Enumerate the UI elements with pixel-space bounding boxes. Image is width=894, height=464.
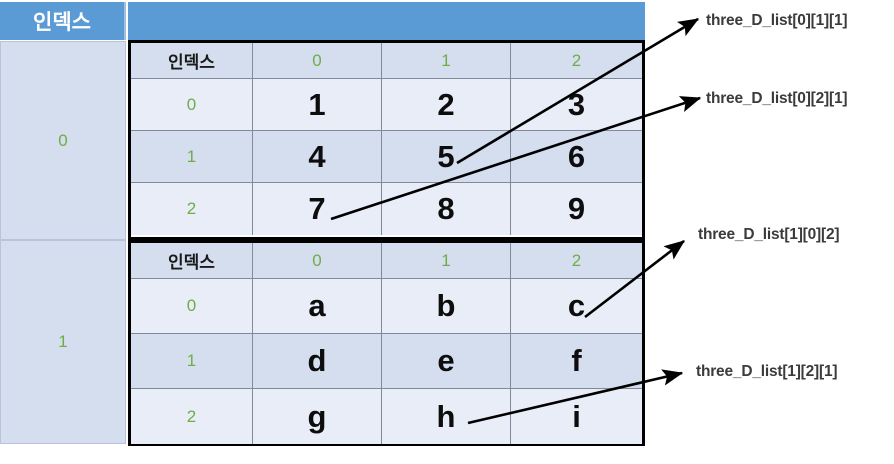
inner-1-header-col-0-label: 0 — [312, 250, 322, 270]
inner-1-header-col-2-label: 2 — [571, 250, 582, 270]
cell-0-0-1-value: 2 — [437, 86, 455, 122]
table-row: 0 1 2 3 — [131, 79, 642, 131]
table-row: 0 a b c — [131, 279, 642, 334]
cell-1-1-1: e — [382, 334, 511, 389]
cell-0-2-1: 8 — [382, 183, 511, 235]
cell-0-0-2: 3 — [511, 79, 642, 131]
cell-0-2-1-value: 8 — [437, 191, 455, 226]
cell-0-2-2-value: 9 — [567, 191, 586, 226]
inner-0-row-2-index: 2 — [131, 183, 253, 235]
cell-1-2-2-value: i — [572, 398, 581, 434]
inner-0-row-1-index: 1 — [131, 131, 253, 183]
cell-0-1-1: 5 — [382, 131, 511, 183]
inner-1-row-2-index: 2 — [131, 389, 253, 444]
outer-index-cell-1: 1 — [0, 240, 126, 444]
cell-0-0-1: 2 — [382, 79, 511, 131]
cell-0-2-0-value: 7 — [308, 191, 326, 226]
inner-table-0: 인덱스 0 1 2 0 1 2 3 — [128, 40, 645, 240]
inner-1-header-index-label: 인덱스 — [168, 253, 215, 272]
cell-1-0-2-value: c — [567, 288, 586, 323]
cell-0-1-2-value: 6 — [567, 138, 586, 174]
table-row: 1 d e f — [131, 334, 642, 389]
cell-1-1-1-value: e — [437, 343, 455, 378]
table-row: 2 g h i — [131, 389, 642, 444]
inner-0-header-col-2: 2 — [511, 43, 642, 79]
inner-1-row-0-index: 0 — [131, 279, 253, 334]
inner-0-row-0-index: 0 — [131, 79, 253, 131]
inner-1-row-1-index-label: 1 — [186, 351, 197, 370]
cell-1-0-2: c — [511, 279, 642, 334]
inner-0-header-col-2-label: 2 — [571, 50, 582, 70]
outer-index-cell-0: 0 — [0, 41, 126, 240]
cell-1-2-1-value: h — [436, 398, 456, 434]
inner-1-row-0-index-label: 0 — [186, 296, 197, 315]
table-row: 2 7 8 9 — [131, 183, 642, 235]
cell-1-1-2-value: f — [571, 343, 582, 378]
cell-0-2-0: 7 — [253, 183, 382, 235]
inner-0-header-col-0-label: 0 — [312, 50, 322, 70]
inner-0-header-index-label: 인덱스 — [168, 53, 215, 72]
inner-table-0-header-row: 인덱스 0 1 2 — [131, 43, 642, 79]
cell-1-0-0-value: a — [308, 288, 326, 323]
inner-1-row-2-index-label: 2 — [186, 406, 197, 426]
cell-1-0-1: b — [382, 279, 511, 334]
inner-0-row-0-index-label: 0 — [186, 94, 197, 114]
cell-0-0-0: 1 — [253, 79, 382, 131]
inner-1-header-col-2: 2 — [511, 243, 642, 279]
inner-table-1: 인덱스 0 1 2 0 a b c — [128, 240, 645, 446]
cell-0-1-2: 6 — [511, 131, 642, 183]
cell-1-0-1-value: b — [436, 288, 456, 323]
cell-1-2-0: g — [253, 389, 382, 444]
table-row: 1 4 5 6 — [131, 131, 642, 183]
inner-1-header-index: 인덱스 — [131, 243, 253, 279]
inner-0-row-2-index-label: 2 — [186, 199, 197, 218]
cell-0-1-0-value: 4 — [308, 138, 326, 174]
inner-table-1-header-row: 인덱스 0 1 2 — [131, 243, 642, 279]
cell-0-1-0: 4 — [253, 131, 382, 183]
annotation-label-3: three_D_list[1][2][1] — [696, 363, 838, 380]
cell-1-2-0-value: g — [307, 398, 327, 434]
cell-1-0-0: a — [253, 279, 382, 334]
annotation-label-2: three_D_list[1][0][2] — [698, 226, 840, 243]
annotation-label-0: three_D_list[0][1][1] — [706, 12, 848, 29]
cell-1-2-1: h — [382, 389, 511, 444]
inner-0-header-index: 인덱스 — [131, 43, 253, 79]
outer-index-header: 인덱스 — [0, 2, 126, 40]
annotation-label-1: three_D_list[0][2][1] — [706, 90, 848, 107]
inner-1-header-col-1-label: 1 — [441, 250, 451, 270]
cell-1-1-0: d — [253, 334, 382, 389]
inner-1-header-col-1: 1 — [382, 243, 511, 279]
cell-1-2-2: i — [511, 389, 642, 444]
cell-1-1-0-value: d — [307, 343, 327, 378]
header-blue-bar — [128, 2, 645, 40]
inner-0-header-col-1: 1 — [382, 43, 511, 79]
cell-0-0-0-value: 1 — [308, 86, 326, 122]
inner-0-header-col-1-label: 1 — [441, 50, 451, 70]
inner-0-row-1-index-label: 1 — [186, 146, 197, 166]
inner-1-header-col-0: 0 — [253, 243, 382, 279]
cell-0-2-2: 9 — [511, 183, 642, 235]
cell-0-1-1-value: 5 — [437, 138, 455, 174]
cell-0-0-2-value: 3 — [567, 86, 586, 122]
cell-1-1-2: f — [511, 334, 642, 389]
inner-1-row-1-index: 1 — [131, 334, 253, 389]
inner-0-header-col-0: 0 — [253, 43, 382, 79]
